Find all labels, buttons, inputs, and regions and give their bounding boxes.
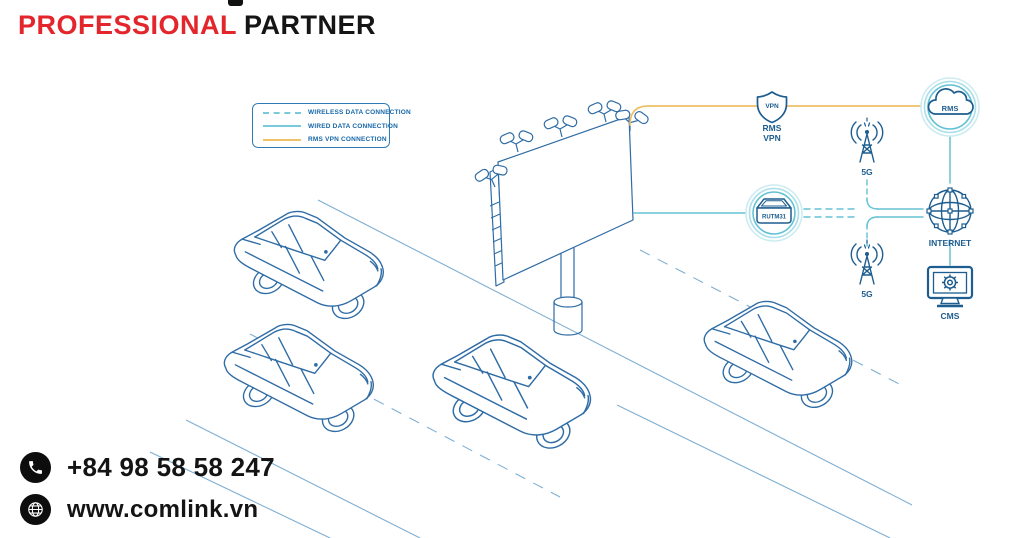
billboard-face (497, 115, 634, 281)
5g-label: 5G (861, 289, 873, 299)
connection-legend: WIRELESS DATA CONNECTION WIRED DATA CONN… (252, 103, 411, 148)
rms-cloud-label: RMS (942, 104, 959, 113)
car (703, 300, 853, 414)
website-row: www.comlink.vn (20, 494, 275, 525)
phone-row: +84 98 58 58 247 (20, 452, 275, 483)
rms-vpn-line-sample (263, 138, 301, 141)
router-label: RUTM31 (762, 215, 787, 221)
billboard-pole (553, 247, 583, 336)
legend-label: WIRED DATA CONNECTION (308, 122, 399, 130)
5g-tower-bottom: 5G (850, 239, 884, 299)
road-edge (149, 451, 331, 538)
road-edge (317, 199, 913, 506)
billboard-lamp (498, 129, 535, 153)
legend-item-rms-vpn: RMS VPN CONNECTION (263, 136, 389, 143)
billboard-lamp (542, 114, 579, 138)
internet-globe-icon: INTERNET (926, 187, 974, 248)
car (233, 210, 385, 325)
wireless-line-sample (263, 111, 301, 114)
rms-vpn-connection-line (629, 105, 922, 126)
internet-label: INTERNET (929, 238, 972, 248)
phone-icon (20, 452, 51, 483)
car (432, 334, 592, 455)
top-crop-mark (228, 0, 243, 6)
rms-cloud-icon: RMS (920, 77, 980, 137)
router-icon: RUTM31 (745, 184, 803, 242)
globe-icon (20, 494, 51, 525)
road-lines (149, 199, 913, 538)
brand-word-partner: PARTNER (244, 10, 377, 40)
brand-word-professional: PROFESSIONAL (18, 10, 238, 40)
cms-label: CMS (941, 311, 960, 321)
website-url: www.comlink.vn (67, 495, 259, 523)
vpn-shield-icon: VPN RMS VPN (756, 91, 788, 143)
wireless-connection-router-5g (803, 179, 879, 247)
contact-block: +84 98 58 58 247 www.comlink.vn (20, 452, 275, 536)
vpn-shield-label: VPN (765, 103, 779, 110)
vpn-caption-line1: RMS (763, 123, 782, 133)
road-edge (185, 419, 421, 538)
legend-item-wired: WIRED DATA CONNECTION (263, 123, 398, 130)
legend-item-wireless: WIRELESS DATA CONNECTION (263, 109, 411, 116)
gear-icon (942, 274, 958, 291)
5g-label: 5G (861, 167, 873, 177)
panel-hatching (489, 201, 505, 267)
car (223, 323, 375, 438)
legend-label: RMS VPN CONNECTION (308, 136, 387, 143)
5g-tower-top: 5G (850, 117, 884, 177)
phone-number: +84 98 58 58 247 (67, 452, 275, 482)
vpn-caption-line2: VPN (763, 133, 780, 143)
legend-label: WIRELESS DATA CONNECTION (308, 109, 411, 116)
billboard (471, 99, 652, 336)
wired-line-sample (263, 125, 301, 127)
cms-monitor-icon: CMS (926, 265, 974, 321)
wired-connection-5g-internet (876, 208, 924, 218)
road-edge (616, 404, 891, 538)
